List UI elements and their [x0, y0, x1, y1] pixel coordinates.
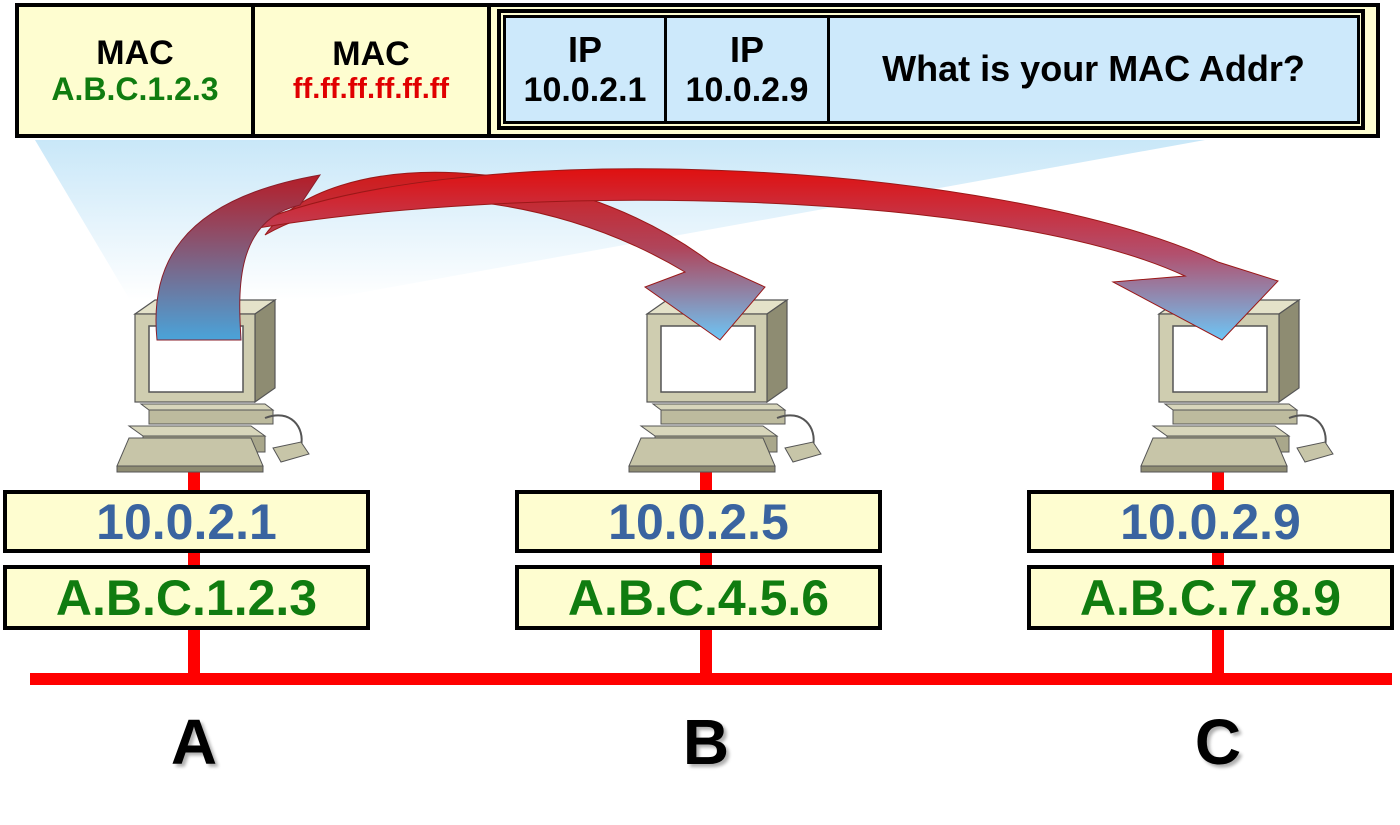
destination-mac-field: MAC ff.ff.ff.ff.ff.ff — [255, 7, 491, 134]
source-mac-field: MAC A.B.C.1.2.3 — [19, 7, 255, 134]
broadcast-arrow-a — [155, 174, 322, 341]
host-b-name: B — [682, 706, 730, 778]
host-c-mac: A.B.C.7.8.9 — [1079, 569, 1342, 626]
source-ip-value: 10.0.2.1 — [523, 70, 647, 109]
target-ip-value: 10.0.2.9 — [685, 70, 809, 109]
target-ip-field: IP 10.0.2.9 — [667, 15, 830, 124]
host-c-mac-box: A.B.C.7.8.9 — [1027, 565, 1394, 630]
broadcast-arrow-c — [234, 168, 1279, 341]
host-b-mac: A.B.C.4.5.6 — [567, 569, 830, 626]
source-ip-label: IP — [567, 29, 602, 71]
source-mac-label: MAC — [96, 33, 174, 72]
host-b-ip: 10.0.2.5 — [608, 493, 789, 550]
host-c-ip: 10.0.2.9 — [1120, 493, 1301, 550]
host-a-mac-box: A.B.C.1.2.3 — [3, 565, 370, 630]
host-a-mac: A.B.C.1.2.3 — [55, 569, 318, 626]
host-c-name: C — [1194, 706, 1242, 778]
computer-icon-c — [1140, 299, 1334, 473]
host-c-ip-box: 10.0.2.9 — [1027, 490, 1394, 553]
source-mac-value: A.B.C.1.2.3 — [51, 70, 219, 107]
source-ip-field: IP 10.0.2.1 — [503, 15, 667, 124]
destination-mac-label: MAC — [332, 35, 410, 74]
host-a-ip-box: 10.0.2.1 — [3, 490, 370, 553]
destination-mac-value: ff.ff.ff.ff.ff.ff — [292, 73, 450, 106]
target-ip-label: IP — [729, 29, 764, 71]
host-b-mac-box: A.B.C.4.5.6 — [515, 565, 882, 630]
arp-question-text: What is your MAC Addr? — [882, 48, 1305, 90]
host-a-name: A — [170, 706, 218, 778]
host-a-ip: 10.0.2.1 — [96, 493, 277, 550]
host-b-ip-box: 10.0.2.5 — [515, 490, 882, 553]
arp-question-field: What is your MAC Addr? — [830, 15, 1360, 124]
